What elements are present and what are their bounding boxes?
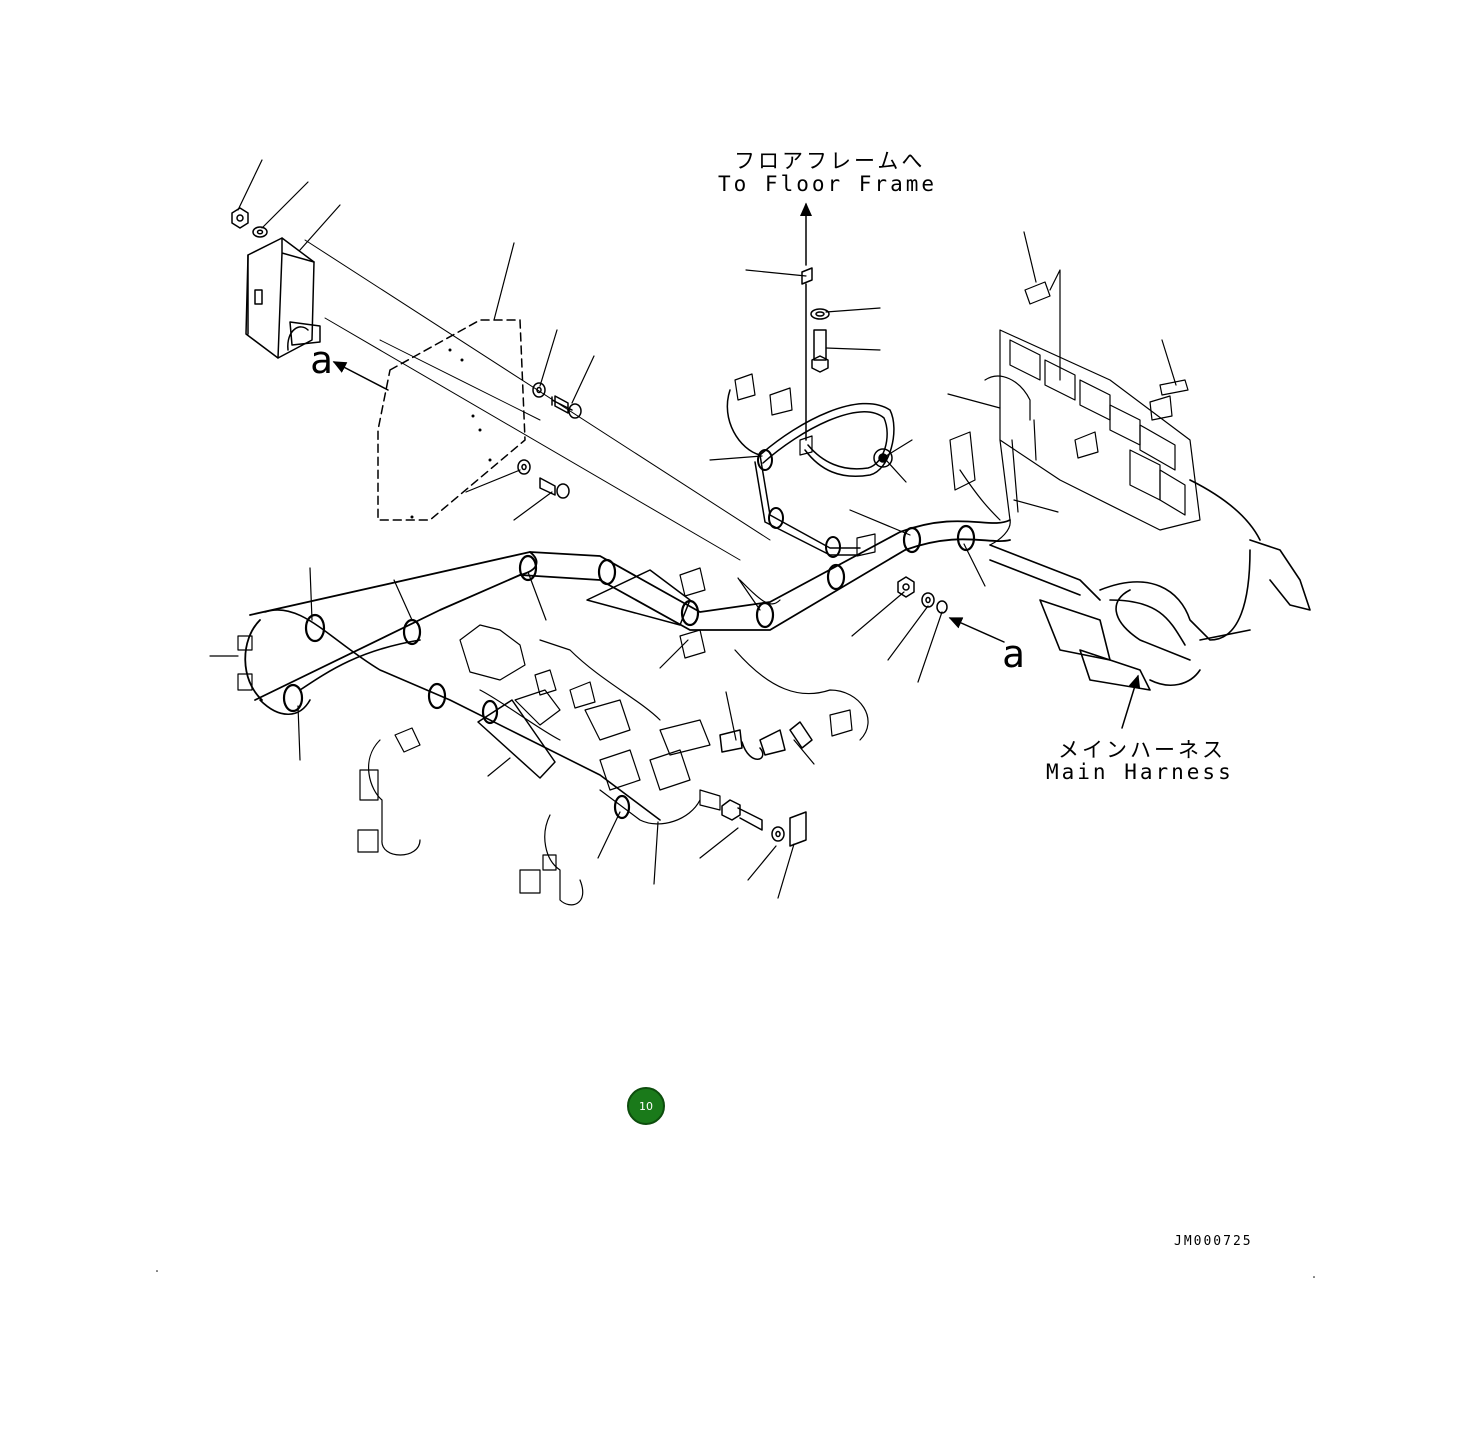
detail-ref-a-left: a — [310, 338, 333, 382]
upper-left-connectors — [734, 373, 876, 557]
controller-box — [245, 237, 321, 359]
to-floor-frame-label-jp: フロアフレームへ — [734, 149, 926, 173]
harness-left-loop — [259, 609, 661, 821]
washer-lower-middle — [771, 826, 785, 842]
clip-lower-middle — [789, 811, 807, 847]
leader-lines — [209, 159, 1177, 899]
page-number-badge[interactable]: 10 — [627, 1087, 665, 1125]
trunk-mid-connectors — [679, 567, 869, 741]
to-floor-frame-label-en: To Floor Frame — [718, 172, 938, 196]
fuse-relay-cluster — [949, 281, 1201, 546]
nut-top-left — [231, 207, 249, 229]
washer-bracket-upper — [532, 382, 546, 398]
edge-dots — [156, 1270, 1315, 1278]
direction-arrows — [332, 202, 1141, 729]
main-harness-label-jp: メインハーネス — [1058, 738, 1226, 762]
harness-clamps — [282, 524, 976, 820]
bolt-bracket-upper — [551, 395, 582, 419]
guide-lines — [304, 239, 771, 561]
bracket-mounting-holes — [410, 348, 492, 519]
nut-right — [897, 576, 915, 598]
ground-bolt — [811, 329, 829, 373]
drawing-code: JM000725 — [1174, 1234, 1253, 1249]
sensor-connector — [719, 721, 813, 760]
ground-nut — [801, 267, 813, 285]
bolt-lower-middle — [721, 799, 763, 831]
ground-washer — [810, 308, 830, 320]
floor-frame-clamps — [757, 449, 841, 558]
floor-frame-subharness — [726, 389, 895, 556]
washer-bracket-lower — [517, 459, 531, 475]
middle-connector-cluster — [459, 624, 721, 811]
washer-top-left — [252, 226, 268, 238]
left-side-connectors — [237, 635, 701, 906]
detail-ref-a-right: a — [1002, 632, 1025, 676]
main-harness-label-en: Main Harness — [1046, 760, 1234, 784]
main-harness-tail — [989, 479, 1311, 691]
lock-washer-right — [936, 600, 948, 614]
bracket-plate — [377, 319, 526, 521]
washer-right — [921, 592, 935, 608]
grommet — [873, 448, 893, 468]
tape-sleeves — [477, 569, 691, 779]
main-harness-trunk — [244, 519, 1011, 701]
bolt-bracket-lower — [539, 477, 570, 499]
